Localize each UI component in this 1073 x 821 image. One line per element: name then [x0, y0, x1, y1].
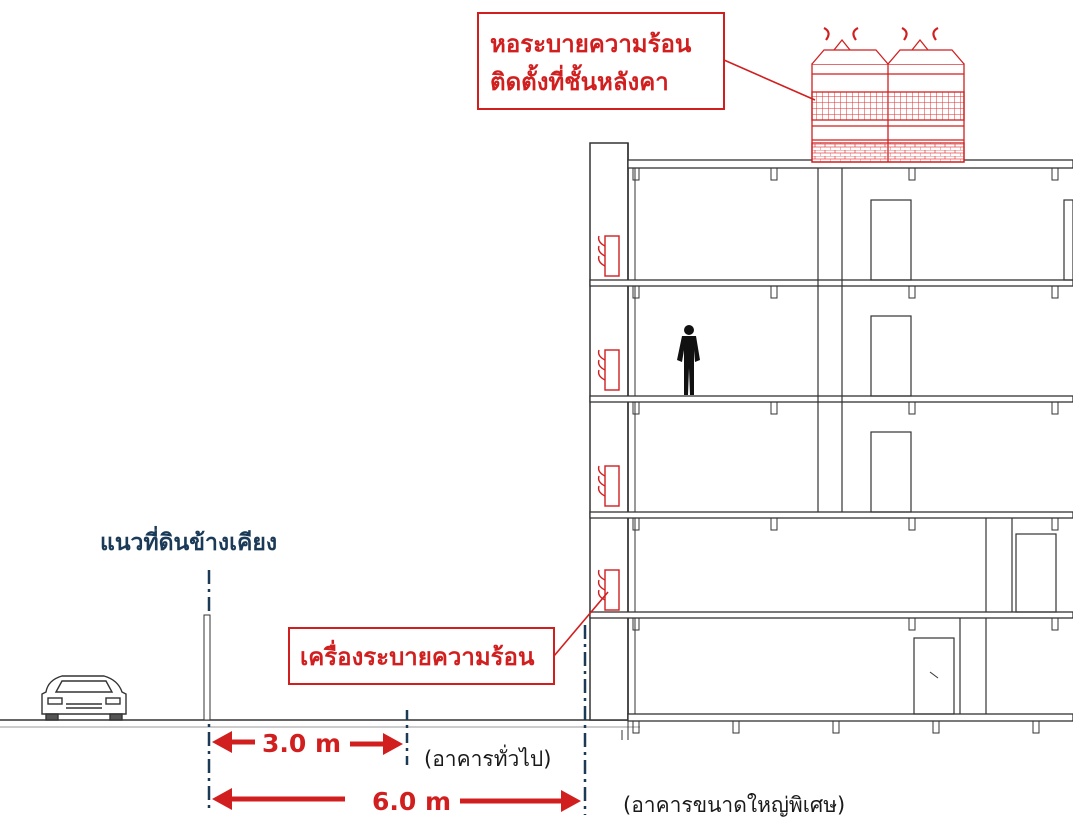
setback-6m-arrow [212, 788, 581, 812]
cooling-tower-label-line1: หอระบายความร้อน [490, 30, 692, 58]
condenser-unit-icon [597, 235, 620, 611]
cooling-tower-icon [811, 27, 965, 163]
car-icon [41, 675, 127, 721]
setback-6m-label: 6.0 m [372, 787, 451, 816]
setback-3m-arrow [212, 731, 403, 755]
general-building-label: (อาคารทั่วไป) [424, 744, 551, 771]
condenser-label: เครื่องระบายความร้อน [300, 639, 535, 671]
adjacent-boundary-label: แนวที่ดินข้างเคียง [100, 525, 277, 556]
cooling-tower-label-line2: ติดตั้งที่ชั้นหลังคา [490, 63, 669, 96]
building-section [589, 142, 1073, 740]
boundary-line [203, 570, 211, 810]
condenser-callout [288, 591, 609, 685]
setback-3m-label: 3.0 m [262, 729, 341, 758]
large-building-label: (อาคารขนาดใหญ่พิเศษ) [623, 793, 845, 817]
person-icon [677, 325, 700, 395]
ground [0, 719, 640, 728]
cooling-tower-callout [477, 12, 816, 110]
